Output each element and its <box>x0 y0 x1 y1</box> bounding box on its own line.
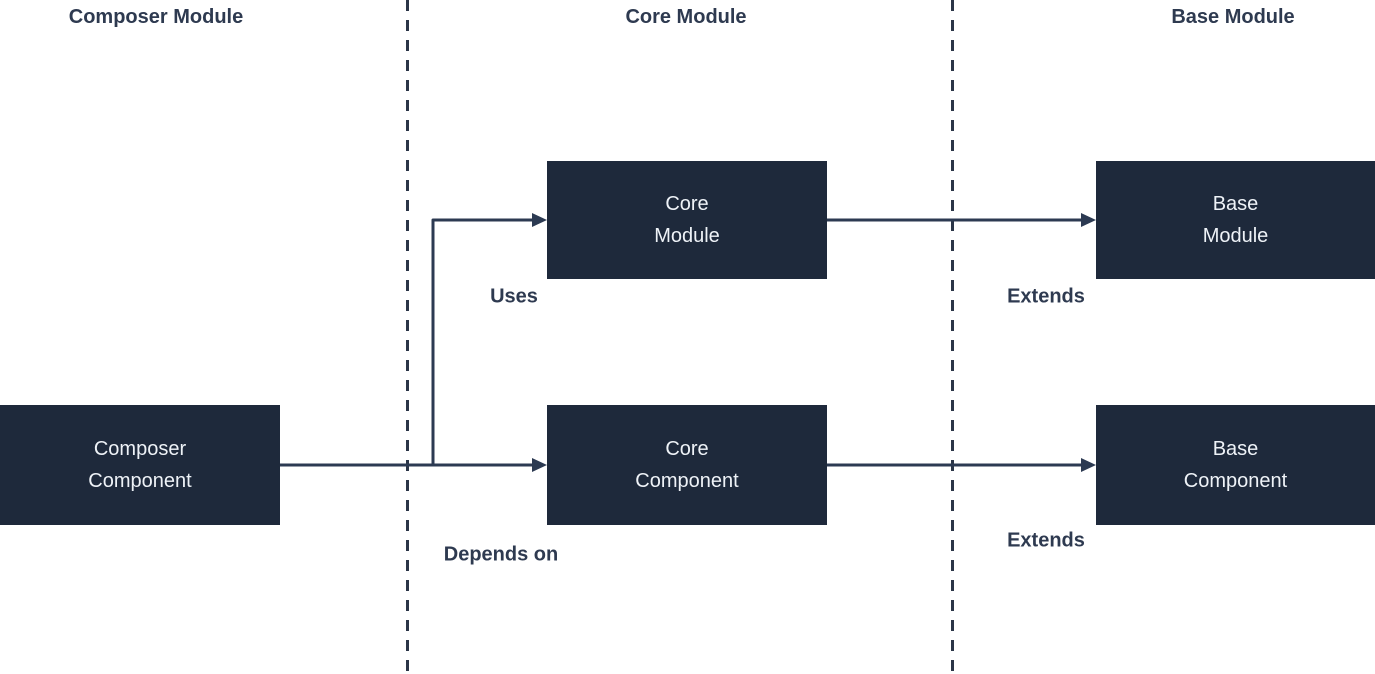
arrowhead-core-module <box>532 213 547 227</box>
arrowhead-core-component <box>532 458 547 472</box>
lane-title-base-module: Base Module <box>1171 6 1295 28</box>
edge-label-depends-on: Depends on <box>443 543 559 566</box>
node-composer-component: Composer Component <box>0 405 280 525</box>
edge-label-extends-module: Extends <box>1007 285 1085 308</box>
node-core-component: Core Component <box>547 405 827 525</box>
arrowhead-base-module <box>1081 213 1096 227</box>
node-core-module: Core Module <box>547 161 827 279</box>
edge-label-uses: Uses <box>490 285 538 308</box>
node-base-component: Base Component <box>1096 405 1375 525</box>
arrowhead-base-component <box>1081 458 1096 472</box>
edge-label-extends-component: Extends <box>1007 529 1085 552</box>
lane-title-core-module: Core Module <box>625 6 747 28</box>
edge-composer-to-core-module <box>431 218 532 465</box>
lane-title-composer-module: Composer Module <box>68 6 244 28</box>
node-base-module: Base Module <box>1096 161 1375 279</box>
